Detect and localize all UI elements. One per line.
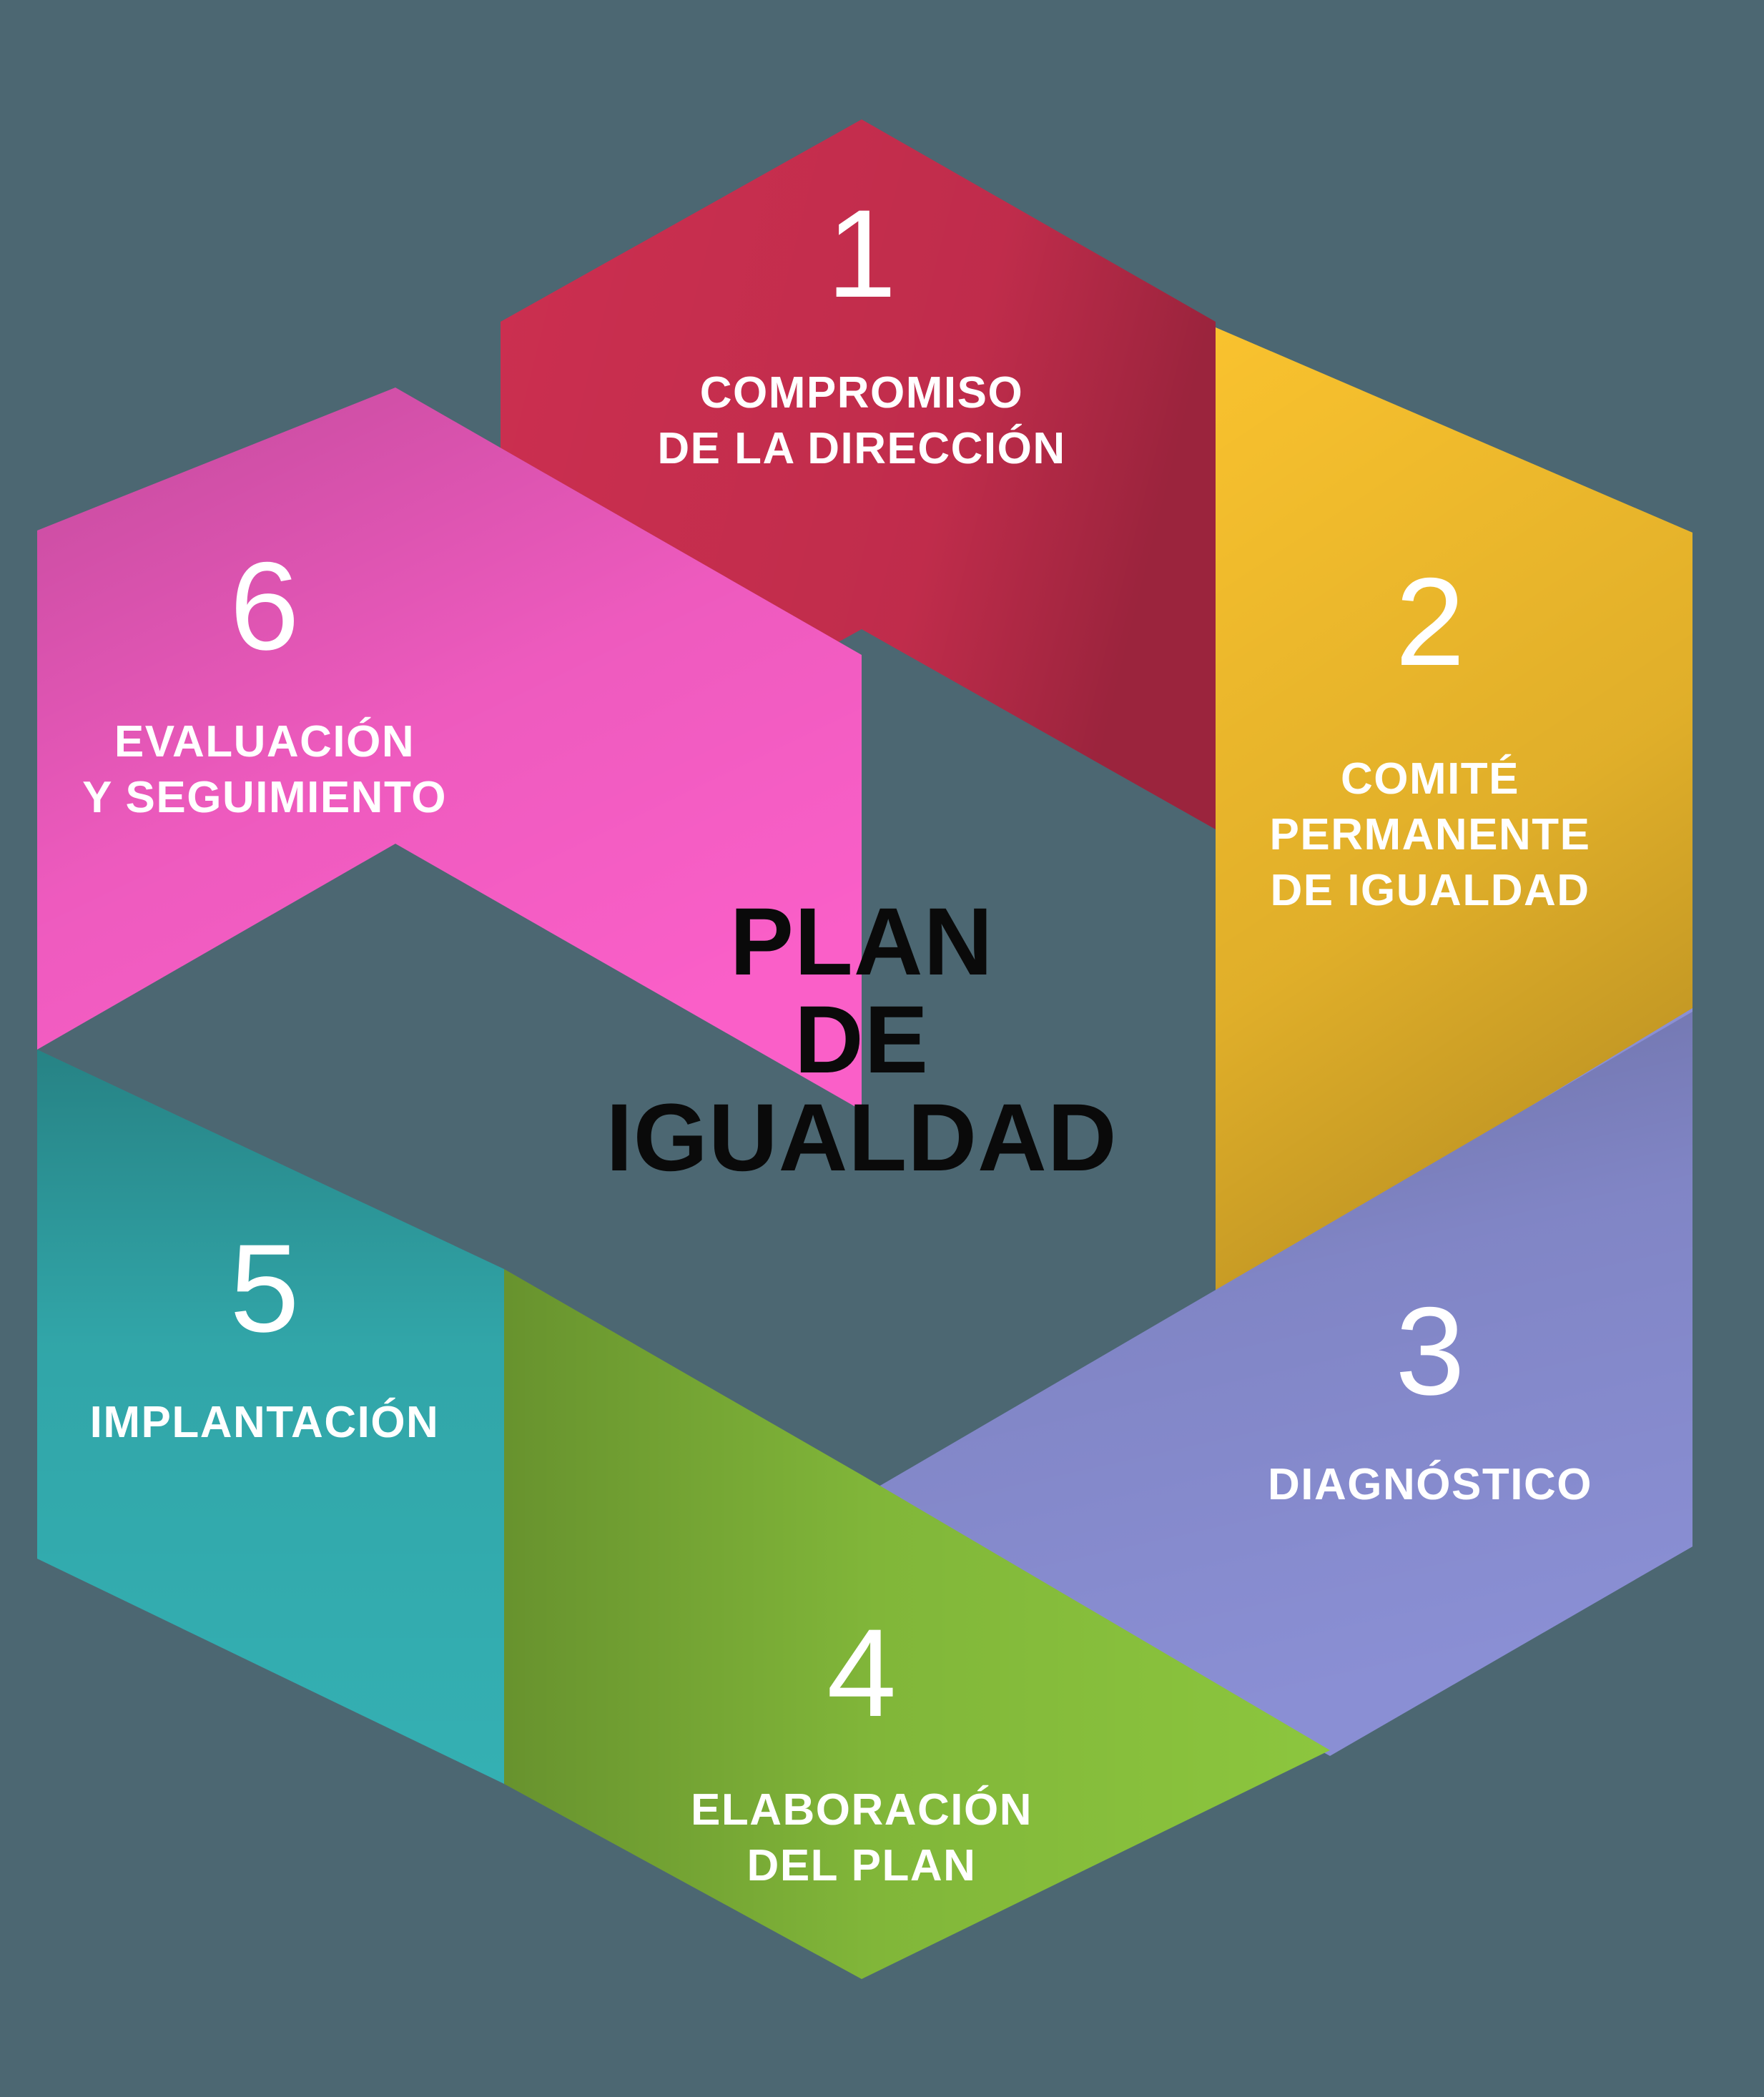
step-2-number: 2 (1395, 553, 1464, 692)
step-5-segment[interactable] (37, 1050, 504, 1784)
step-3-shading (862, 1012, 1692, 1756)
center-title-line3: IGUALDAD (606, 1085, 1117, 1191)
step-4-shading (504, 1269, 1330, 1979)
step-2-text-group: 2 COMITÉ PERMANENTE DE IGUALDAD (1269, 553, 1590, 915)
step-6-shading (37, 388, 862, 1110)
step-5-shading (37, 1050, 504, 1784)
step-6-segment[interactable] (37, 388, 862, 1110)
step-3-label-line1: DIAGNÓSTICO (1268, 1460, 1592, 1509)
step-5-label-line1: IMPLANTACIÓN (90, 1398, 440, 1447)
center-title-line2: DE (794, 987, 929, 1093)
step-3-segment[interactable] (862, 1008, 1692, 1756)
step-1-text-group: 1 COMPROMISO DE LA DIRECCIÓN (657, 184, 1065, 473)
step-4-text-group: 4 ELABORACIÓN DEL PLAN (691, 1604, 1033, 1890)
step-3-text-group: 3 DIAGNÓSTICO (1268, 1282, 1592, 1509)
step-2-label-line2: PERMANENTE (1269, 810, 1590, 859)
step-6-text-group: 6 EVALUACIÓN Y SEGUIMIENTO (82, 537, 447, 822)
step-6-number: 6 (230, 537, 299, 676)
step-2-label-line1: COMITÉ (1341, 754, 1519, 804)
step-4-label-line1: ELABORACIÓN (691, 1785, 1033, 1835)
step-3-number: 3 (1395, 1282, 1464, 1421)
step-1-label-line2: DE LA DIRECCIÓN (657, 424, 1065, 473)
step-4-segment[interactable] (504, 1269, 1330, 1979)
step-2-label-line3: DE IGUALDAD (1270, 866, 1590, 915)
center-title-line1: PLAN (730, 889, 994, 995)
center-title-group: PLAN DE IGUALDAD (606, 889, 1117, 1191)
step-1-number: 1 (827, 184, 896, 324)
step-4-label-line2: DEL PLAN (747, 1841, 977, 1890)
step-5-text-group: 5 IMPLANTACIÓN (90, 1219, 440, 1447)
step-5-number: 5 (230, 1219, 299, 1358)
step-6-label-line1: EVALUACIÓN (114, 717, 415, 766)
step-1-label-line1: COMPROMISO (700, 368, 1023, 418)
step-4-number: 4 (827, 1604, 896, 1743)
step-6-label-line2: Y SEGUIMIENTO (82, 773, 447, 822)
